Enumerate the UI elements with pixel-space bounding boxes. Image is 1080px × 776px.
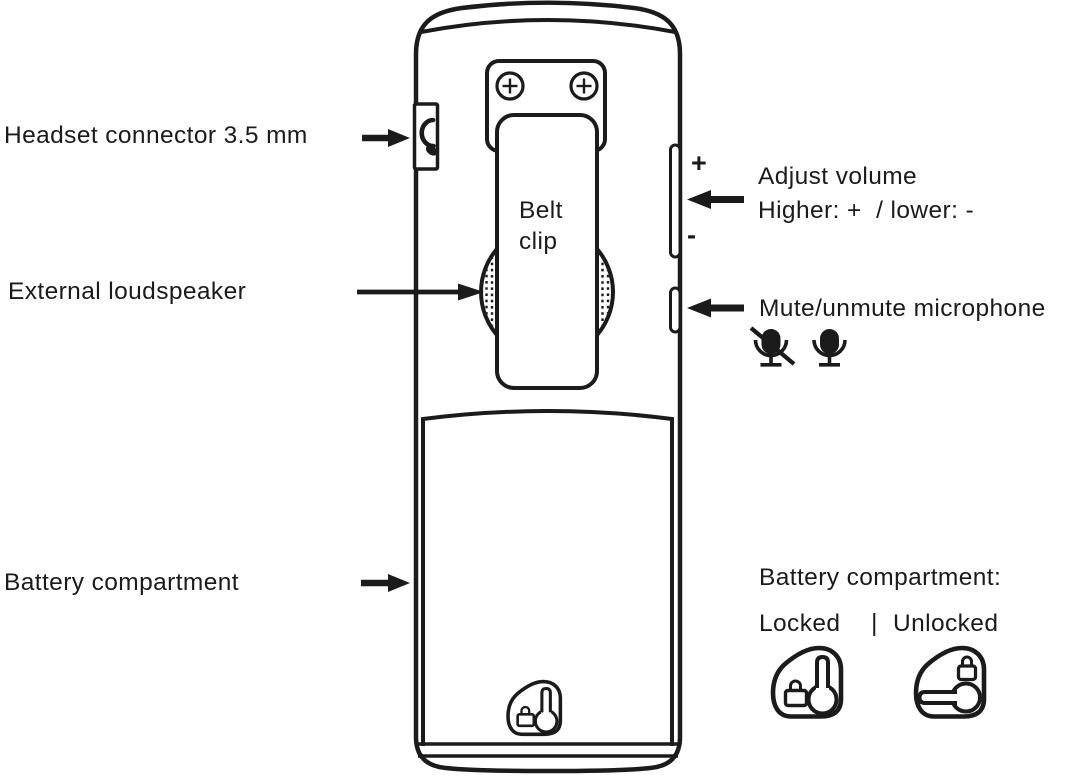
belt-clip-label-line1: Belt [519,197,563,224]
top-cap-line [420,18,676,34]
screw-icon [495,71,525,101]
headset-connector-label: Headset connector 3.5 mm [4,122,308,149]
battery-compartment-arrow [361,574,410,592]
headset-connector-arrow [362,129,410,147]
mute-unmute-label: Mute/unmute microphone [759,295,1046,322]
battery-compartment-label: Battery compartment [4,569,239,596]
battery-cover [421,409,674,746]
adjust-volume-detail: Higher: + / lower: - [758,197,975,224]
belt-clip-label-line2: clip [519,228,558,255]
headset-icon [419,117,438,156]
bottom-band [417,742,679,758]
locked-label: Locked [759,610,841,637]
keyhole-locked-icon [773,648,841,717]
volume-minus-key: - [687,220,696,250]
volume-plus-key: + [691,148,707,178]
loudspeaker-arrow [357,283,484,301]
mute-button [669,286,682,334]
microphone-muted-icon [749,326,796,367]
screw-icon [569,71,599,101]
external-loudspeaker-label: External loudspeaker [8,278,247,305]
unlocked-label: Unlocked [893,610,999,637]
headset-connector-port [412,102,440,171]
legend-divider: | [871,609,878,637]
adjust-volume-arrow [687,190,744,209]
adjust-volume-title: Adjust volume [758,163,918,190]
volume-rocker [669,143,682,259]
battery-legend-title: Battery compartment: [759,564,1002,591]
keyhole-unlocked-icon [916,648,984,717]
belt-clip-label: Belt clip [519,195,563,257]
mute-arrow [687,298,744,318]
belt-clip [495,113,599,390]
microphone-icon [812,329,847,367]
